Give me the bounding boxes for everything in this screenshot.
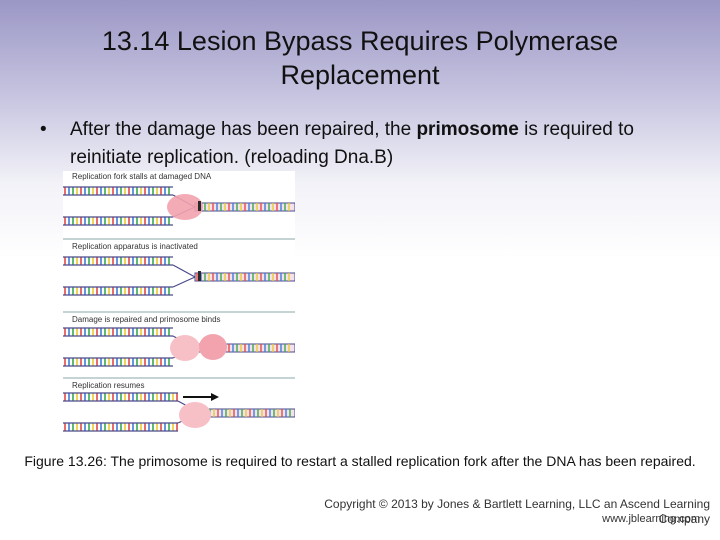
panel2-fork-arm: [173, 277, 195, 287]
primosome-blob: [170, 335, 200, 361]
lesion-mark: [198, 271, 201, 281]
primosome-blob: [179, 402, 211, 428]
panel-label-apparatus-inactivated: Replication apparatus is inactivated: [72, 242, 198, 251]
figure-caption: Figure 13.26: The primosome is required …: [20, 452, 700, 471]
polymerase-blob: [167, 194, 203, 220]
figure-illustration: [63, 171, 295, 445]
publisher-url: www.jblearning.com: [430, 512, 700, 526]
panel-label-damage-repaired: Damage is repaired and primosome binds: [72, 315, 221, 324]
slide-title: 13.14 Lesion Bypass Requires Polymerase …: [40, 24, 680, 92]
bullet-bold-term: primosome: [416, 119, 518, 140]
panel-label-fork-stalls: Replication fork stalls at damaged DNA: [72, 172, 211, 181]
bullet-dot: •: [40, 116, 47, 144]
primosome-blob: [199, 334, 227, 360]
panel2-fork-arm: [173, 265, 195, 277]
panel-label-replication-resumes: Replication resumes: [72, 381, 144, 390]
direction-arrowhead: [211, 393, 219, 401]
bullet-text-start: After the damage has been repaired, the: [70, 119, 416, 140]
bullet-text: After the damage has been repaired, the …: [70, 116, 670, 172]
lesion-mark: [198, 201, 201, 211]
replication-restart-figure: Replication fork stalls at damaged DNA R…: [63, 171, 295, 445]
